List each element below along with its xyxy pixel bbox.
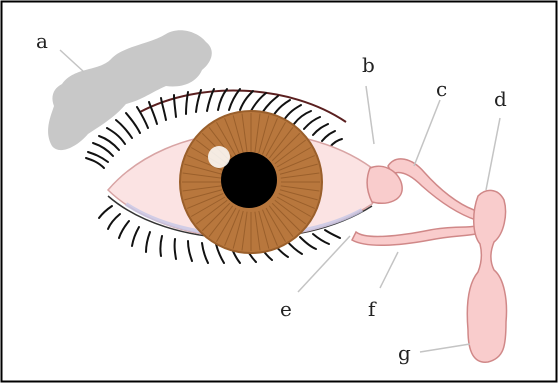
label-d: d xyxy=(494,87,507,111)
label-b: b xyxy=(362,53,375,77)
label-c: c xyxy=(436,77,447,101)
label-e: e xyxy=(280,297,292,321)
eye-highlight xyxy=(208,146,230,168)
label-a: a xyxy=(36,29,48,53)
label-g: g xyxy=(398,341,411,365)
